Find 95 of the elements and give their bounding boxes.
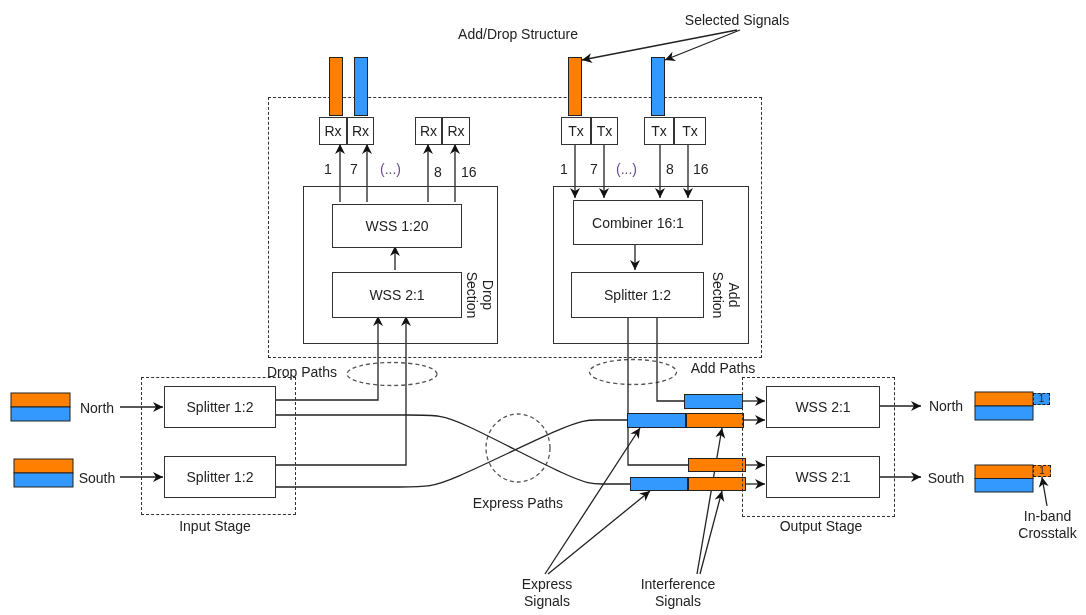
box-label: WSS 2:1 xyxy=(795,399,851,415)
signal-bar xyxy=(688,458,746,472)
annotation-text: Add Paths xyxy=(689,360,757,376)
edge-label: 7 xyxy=(350,161,358,177)
arrow xyxy=(570,143,580,199)
arrow xyxy=(745,479,766,489)
signal-bar xyxy=(568,57,582,116)
box-label: Splitter 1:2 xyxy=(186,399,254,415)
arrow xyxy=(544,427,641,575)
edge-label: 1 xyxy=(324,161,332,177)
process-box xyxy=(766,456,880,498)
process-box xyxy=(591,117,618,145)
signal-bar xyxy=(688,477,746,491)
process-box xyxy=(561,117,591,145)
box-label: Tx xyxy=(651,123,667,139)
process-box xyxy=(573,200,703,245)
box-label: WSS 1:20 xyxy=(365,218,429,234)
arrow xyxy=(655,143,665,199)
group-title: Add/Drop Structure xyxy=(457,26,579,42)
annotation-text: South xyxy=(921,468,971,488)
arrow xyxy=(878,472,922,482)
process-box xyxy=(332,272,462,318)
box-label: WSS 2:1 xyxy=(795,469,851,485)
arrow xyxy=(547,490,651,575)
annotation-text: In-band Crosstalk xyxy=(1010,506,1085,544)
section-box xyxy=(303,186,498,344)
signal-bar xyxy=(684,394,743,409)
arrow xyxy=(664,29,741,61)
ellipsis-text: (...) xyxy=(616,161,637,177)
signal-bar xyxy=(651,57,665,116)
edge-label: 7 xyxy=(590,161,598,177)
process-box xyxy=(164,456,276,498)
section-title: Drop Section xyxy=(464,270,496,321)
arrow xyxy=(119,472,164,482)
box-label: Splitter 1:2 xyxy=(604,287,671,303)
signal-bar xyxy=(354,57,368,116)
arrow xyxy=(878,401,922,411)
arrow xyxy=(335,143,345,203)
process-box xyxy=(442,117,470,145)
edge-label: 8 xyxy=(434,164,442,180)
box-label: Tx xyxy=(682,123,698,139)
edge-label: 1 xyxy=(560,161,568,177)
edge-label: 16 xyxy=(461,164,477,180)
annotation-text: North xyxy=(74,398,120,418)
annotation-text: Selected Signals xyxy=(664,10,810,30)
process-box xyxy=(332,204,462,248)
group-title: Input Stage xyxy=(178,518,252,535)
process-box xyxy=(347,117,374,145)
annotation-text: Express Paths xyxy=(471,495,565,511)
annotation-text: North xyxy=(921,396,971,416)
arrow xyxy=(599,143,609,199)
box-label: Splitter 1:2 xyxy=(186,469,254,485)
process-box xyxy=(674,117,706,145)
crosstalk-bar: 1 xyxy=(1033,465,1051,477)
section-title: Add Section xyxy=(710,270,742,321)
arrow xyxy=(450,143,460,203)
arrow xyxy=(119,402,164,412)
edge-label: 8 xyxy=(666,161,674,177)
annotation-text: South xyxy=(74,468,120,488)
process-box xyxy=(644,117,674,145)
box-label: Rx xyxy=(447,123,465,139)
process-box xyxy=(571,272,704,318)
group-title: Output Stage xyxy=(778,518,864,535)
box-label: Rx xyxy=(351,123,370,139)
dashed-group-box xyxy=(268,97,762,358)
edge-label: 16 xyxy=(693,161,709,177)
arrow xyxy=(423,143,433,203)
ellipsis-text: (...) xyxy=(380,161,401,177)
arrow xyxy=(362,143,372,203)
signal-bar xyxy=(329,57,343,116)
annotation-text: Interference Signals xyxy=(626,574,730,612)
box-label: Rx xyxy=(419,123,438,139)
annotation-text: Drop Paths xyxy=(265,364,338,380)
arrow xyxy=(1038,476,1049,507)
signal-bar xyxy=(630,477,688,491)
process-box xyxy=(319,117,347,145)
box-label: Tx xyxy=(596,123,613,139)
arrow xyxy=(742,396,766,406)
section-box xyxy=(553,186,749,344)
annotation-text: Express Signals xyxy=(508,574,586,612)
box-label: WSS 2:1 xyxy=(369,287,425,303)
arrow xyxy=(743,415,766,425)
box-label: Combiner 16:1 xyxy=(592,214,684,231)
signal-bar xyxy=(627,413,686,428)
arrow xyxy=(683,143,693,199)
arrow xyxy=(745,460,766,470)
arrow xyxy=(581,29,738,63)
process-box xyxy=(415,117,442,145)
signal-bar xyxy=(686,413,744,428)
arrow xyxy=(699,490,725,575)
process-box xyxy=(766,386,880,428)
crosstalk-bar: 1 xyxy=(1033,393,1050,405)
process-box xyxy=(164,386,276,428)
box-label: Tx xyxy=(568,123,584,139)
box-label: Rx xyxy=(324,123,342,139)
